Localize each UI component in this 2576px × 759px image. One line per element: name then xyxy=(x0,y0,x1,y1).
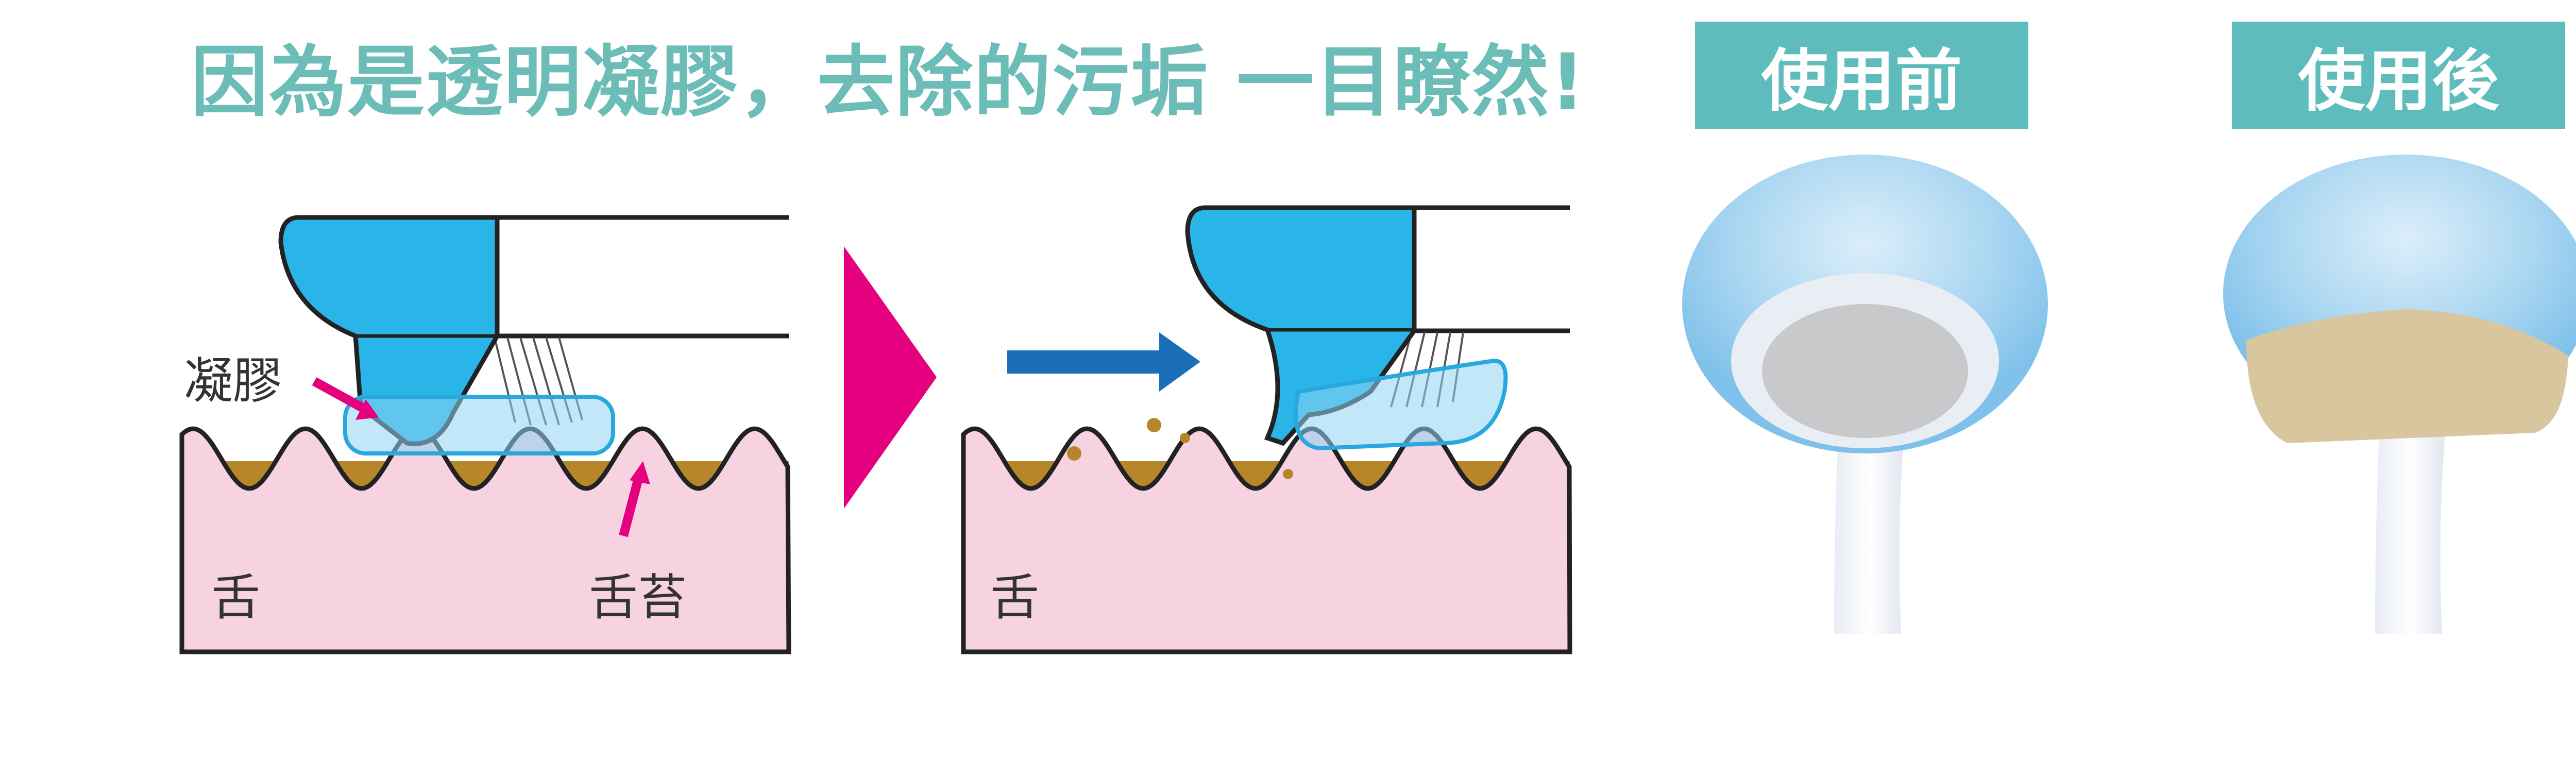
brush-photo-before xyxy=(1682,155,2048,634)
before-use-tag: 使用前 xyxy=(1695,22,2028,129)
brush-photo-after xyxy=(2223,155,2576,634)
headline: 因為是透明凝膠，去除的污垢 一目瞭然! xyxy=(191,38,1586,127)
gel-with-debris xyxy=(1294,358,1508,451)
after-use-tag: 使用後 xyxy=(2232,22,2565,129)
tongue-coating-label: 舌苔 xyxy=(589,569,687,626)
before-diagram xyxy=(179,215,791,654)
gel xyxy=(343,395,615,456)
tongue-surface xyxy=(961,426,1572,654)
after-diagram xyxy=(961,205,1572,654)
motion-arrow-icon xyxy=(1007,350,1162,374)
tongue-label-after: 舌 xyxy=(990,569,1040,626)
removed-debris xyxy=(1067,418,1293,479)
next-arrow-icon xyxy=(844,246,937,509)
gel-label: 凝膠 xyxy=(184,353,282,410)
coating-pointer-arrow xyxy=(619,475,643,537)
tongue-label: 舌 xyxy=(211,569,261,626)
gel-pointer-arrow xyxy=(312,377,368,414)
